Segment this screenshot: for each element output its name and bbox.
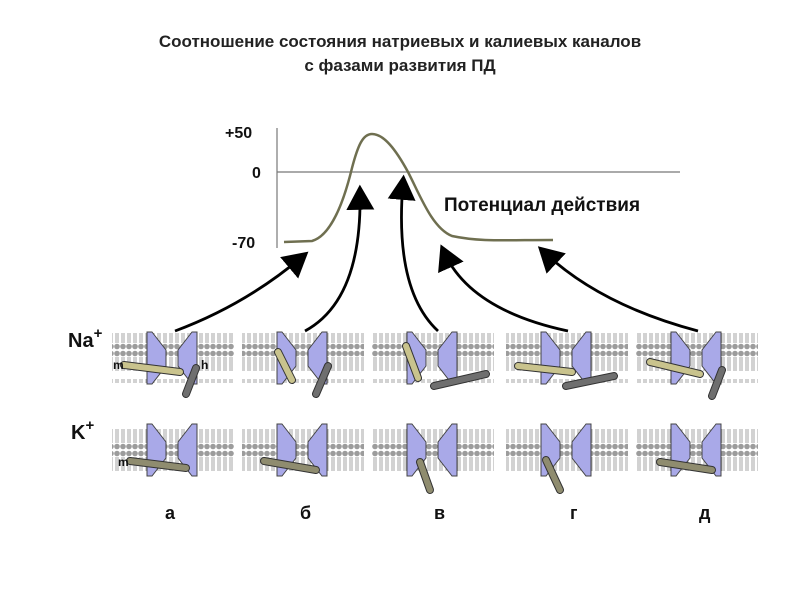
phase-label-v: в [434, 503, 445, 523]
k-d-gate-fill [657, 459, 715, 473]
k-a-gate-fill [127, 458, 189, 471]
page-title-line-1: Соотношение состояния натриевых и калиев… [158, 32, 642, 51]
na-membrane-b [242, 333, 364, 383]
na-d-m-gate-fill [647, 359, 703, 377]
na-g-h-gate-fill [563, 373, 617, 389]
y-tick-zero: 0 [252, 165, 261, 182]
k-v-gate-fill [417, 459, 433, 493]
na-b-m-gate-fill [275, 349, 295, 383]
phase-label-g: г [570, 503, 578, 523]
k-channel-b-right [307, 423, 328, 477]
k-m-label: m [118, 455, 129, 469]
k-channel-d-right [701, 423, 722, 477]
na-v-h-gate-fill [431, 371, 489, 389]
k-membrane-v [372, 425, 494, 475]
k-membrane-g [506, 425, 628, 475]
na-label: Na+ [68, 325, 103, 352]
phase-label-d: д [699, 503, 711, 523]
k-channel-a-right [177, 423, 198, 477]
arrow-b [304, 184, 375, 333]
curve-label: Потенциал действия [444, 195, 640, 216]
na-v-m-gate-fill [403, 343, 421, 381]
na-h-label: h [201, 358, 208, 372]
na-a-m-gate-fill [121, 362, 183, 375]
page-title-line-2: с фазами развития ПД [304, 56, 496, 75]
arrow-v [387, 174, 439, 333]
na-g-m-gate-fill [515, 363, 575, 375]
k-g-gate-fill [543, 457, 563, 493]
k-channel-v-right [437, 423, 458, 477]
gates [120, 342, 726, 494]
na-d-h-gate-fill [709, 367, 725, 399]
na-b-h-gate-fill [313, 363, 331, 397]
arrow-g [438, 244, 569, 333]
phase-label-b: б [300, 503, 311, 523]
action-potential-curve [283, 132, 554, 244]
arrow-d [537, 246, 699, 333]
na-a-h-gate-fill [183, 365, 199, 397]
k-channel-g-right [571, 423, 592, 477]
arrow-a [174, 251, 309, 333]
k-b-gate-fill [261, 458, 319, 473]
phase-label-a: а [165, 503, 176, 523]
y-tick-plus50: +50 [225, 125, 252, 142]
y-tick-minus70: -70 [232, 235, 255, 252]
action-potential-graph: +50 0 -70 Потенциал действия [225, 125, 680, 252]
na-membrane-a [112, 333, 234, 383]
na-m-label: m [113, 358, 124, 372]
phase-arrows [174, 174, 699, 333]
k-label: K+ [71, 417, 94, 444]
membrane-panels [112, 333, 758, 475]
